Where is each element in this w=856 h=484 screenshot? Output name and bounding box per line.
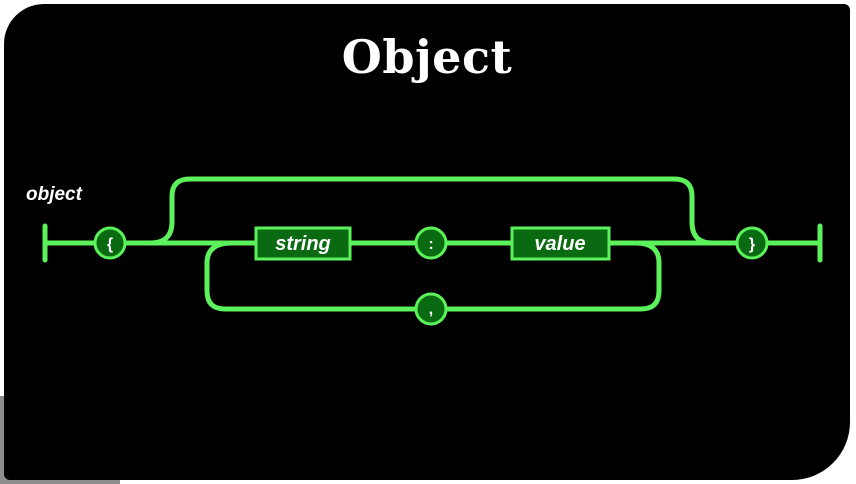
slide-title: Object [341,30,513,84]
close-brace-symbol: } [749,236,755,253]
colon-node: : [414,226,448,260]
colon-symbol: : [428,236,433,253]
comma-symbol: , [429,301,433,318]
empty-bypass-loop [147,176,715,246]
comma-node: , [414,292,448,326]
close-brace-node: } [735,226,769,260]
string-label: string [275,233,331,255]
value-node: value [510,226,611,261]
open-brace-symbol: { [107,236,113,253]
value-label: value [534,233,585,255]
diagram-label: object [26,184,82,205]
open-brace-node: { [93,226,127,260]
string-node: string [254,226,352,261]
